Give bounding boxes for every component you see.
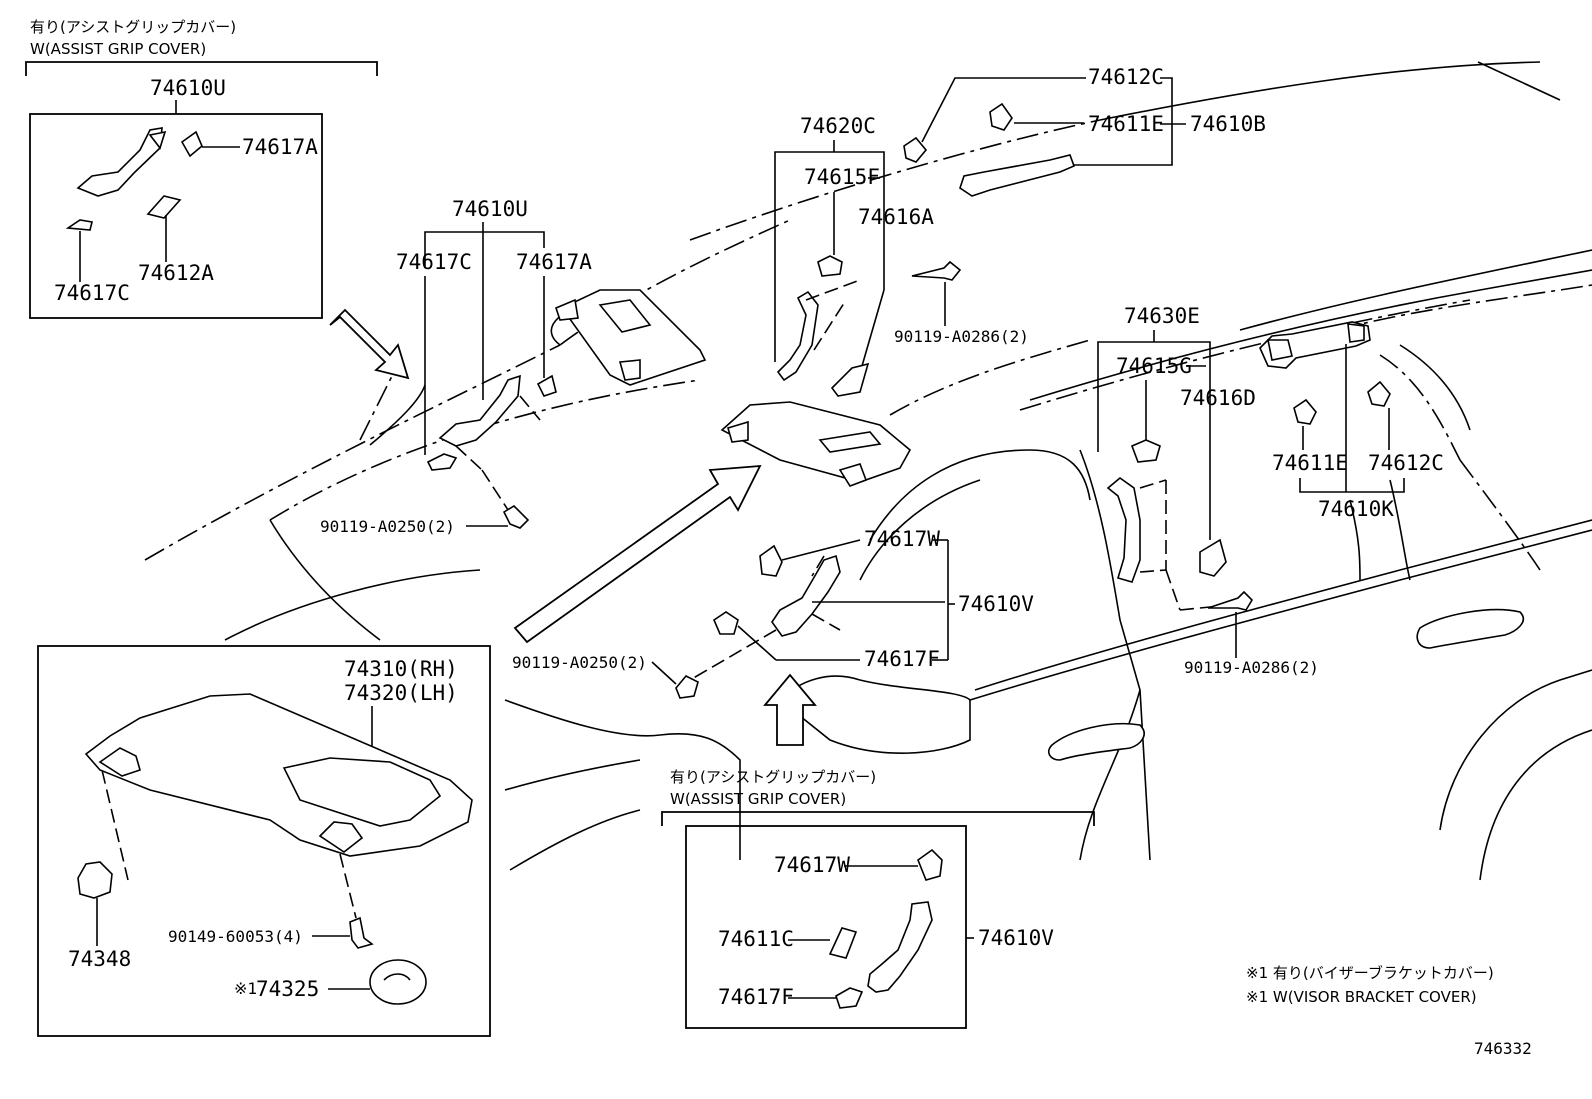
visor-holder-74348 — [77, 861, 113, 899]
assist-grip — [76, 127, 163, 197]
cap-74617W-inset — [917, 848, 943, 881]
bracket-cover-74325 — [369, 959, 427, 1005]
label-90119-A0250-upper: 90119-A0250(2) — [320, 517, 455, 536]
footnotes: ※1 有り(バイザーブラケットカバー) ※1 W(VISOR BRACKET C… — [1246, 964, 1532, 1058]
bolt-90119-A0286-upper — [911, 260, 962, 281]
label-74617F: 74617F — [864, 647, 940, 671]
label-74611E: 74611E — [1272, 451, 1348, 475]
assist-grip-74610V-inset — [867, 901, 933, 993]
label-74612C: 74612C — [1368, 451, 1444, 475]
label-74617C: 74617C — [396, 250, 472, 274]
visor-bracket-note-jp: ※1 有り(バイザーブラケットカバー) — [1246, 964, 1494, 982]
label-74615G: 74615G — [1116, 354, 1192, 378]
cover-74611C — [828, 927, 858, 959]
bolt-90119-A0286-lower — [1207, 590, 1254, 611]
grip-group-74630E: 74630E 74615G 74616D 90119-A0286(2) — [1097, 304, 1319, 677]
label-90149-60053: 90149-60053(4) — [168, 927, 303, 946]
label-74610V: 74610V — [958, 592, 1034, 616]
cap-74611E-top — [989, 102, 1013, 131]
cap-74617F-inset — [835, 987, 864, 1009]
label-74617F-inset: 74617F — [718, 985, 794, 1009]
label-74630E: 74630E — [1124, 304, 1200, 328]
grip-group-74610B: 74612C 74611E 74610B — [903, 65, 1266, 197]
label-74616D: 74616D — [1180, 386, 1256, 410]
sun-visors-in-car — [555, 289, 912, 487]
label-74610V-inset: 74610V — [978, 926, 1054, 950]
arrow-to-front-grip — [763, 673, 817, 746]
sun-visor-right-car — [720, 401, 912, 483]
label-74610U: 74610U — [452, 197, 528, 221]
assist-grip-left — [438, 374, 521, 447]
label-90119-A0286-upper: 90119-A0286(2) — [894, 327, 1029, 346]
figure-number: 746332 — [1474, 1039, 1532, 1058]
bolt-90119-A0250-upper — [502, 504, 530, 529]
cap-74615F — [817, 255, 843, 277]
label-74611E-top: 74611E — [1088, 112, 1164, 136]
cover-74616D — [1199, 538, 1227, 577]
vehicle-body-outline — [144, 61, 1592, 881]
label-74615F: 74615F — [804, 165, 880, 189]
visor-bracket-note-en: ※1 W(VISOR BRACKET COVER) — [1246, 988, 1477, 1006]
inset-sun-visor: 74310(RH) 74320(LH) 74348 90149-60053(4)… — [37, 645, 491, 1037]
label-74617W: 74617W — [864, 527, 940, 551]
inset-assist-grip-front: 有り(アシストグリップカバー) W(ASSIST GRIP COVER) 746… — [661, 768, 1095, 1029]
grip-group-left: 74610U 74617C 74617A 90119-A0250(2) — [320, 197, 592, 536]
label-74610U-inset: 74610U — [150, 76, 226, 100]
label-74310-RH: 74310(RH) — [344, 657, 458, 681]
cover-74616A — [830, 362, 870, 397]
label-74616A: 74616A — [858, 205, 934, 229]
assist-grip-74630E — [1106, 476, 1141, 583]
cap-74617C — [65, 219, 93, 231]
cap-74615G — [1130, 439, 1161, 463]
bolt-90119-A0250-lower — [675, 675, 699, 699]
inset-assist-grip-left: 有り(アシストグリップカバー) W(ASSIST GRIP COVER) 746… — [25, 18, 378, 319]
grip-group-74610V: 74617W 74610V 74617F 90119-A0250(2) — [512, 527, 1034, 699]
label-90119-A0250-lower: 90119-A0250(2) — [512, 653, 647, 672]
cap-74611E — [1293, 398, 1317, 425]
label-74611C: 74611C — [718, 927, 794, 951]
cap-74617F — [713, 611, 739, 635]
arrow-to-left-grip — [329, 308, 410, 380]
label-74617C-inset: 74617C — [54, 281, 130, 305]
label-74617A-inset: 74617A — [242, 135, 318, 159]
sun-visor-left-car — [560, 289, 707, 386]
arrow-to-sun-visor — [513, 464, 762, 644]
label-90119-A0286-lower: 90119-A0286(2) — [1184, 658, 1319, 677]
label-74348: 74348 — [68, 947, 131, 971]
cap-74617W — [759, 544, 783, 577]
assist-grip-note-jp-2: 有り(アシストグリップカバー) — [670, 768, 876, 786]
cap-74617A — [180, 130, 203, 158]
screw-90149-60053 — [349, 916, 374, 949]
assist-grip-note-en-2: W(ASSIST GRIP COVER) — [670, 790, 846, 808]
cover-74612A — [146, 195, 182, 219]
assist-grip-74620C — [776, 290, 819, 382]
assist-grip-note-en: W(ASSIST GRIP COVER) — [30, 40, 206, 58]
label-74610B: 74610B — [1190, 112, 1266, 136]
assist-grip-74610V — [771, 554, 841, 637]
label-74612C-top: 74612C — [1088, 65, 1164, 89]
label-74325: 74325 — [256, 977, 319, 1001]
label-74612A-inset: 74612A — [138, 261, 214, 285]
label-74610K: 74610K — [1318, 497, 1394, 521]
cover-74612C — [1367, 380, 1391, 407]
label-74620C: 74620C — [800, 114, 876, 138]
assist-grip-74610B — [959, 154, 1076, 197]
label-74320-LH: 74320(LH) — [344, 681, 458, 705]
cover-74612C-top — [903, 136, 928, 163]
ref-note-1: ※1 — [234, 979, 257, 998]
direction-arrows — [329, 308, 817, 746]
label-74617W-inset: 74617W — [774, 853, 850, 877]
assist-grip-note-jp: 有り(アシストグリップカバー) — [30, 18, 236, 36]
grip-group-74610K: 74611E 74612C 74610K — [1259, 321, 1444, 521]
grip-group-74620C: 74620C 74615F 74616A 90119-A0286(2) — [774, 114, 1029, 397]
label-74617A: 74617A — [516, 250, 592, 274]
